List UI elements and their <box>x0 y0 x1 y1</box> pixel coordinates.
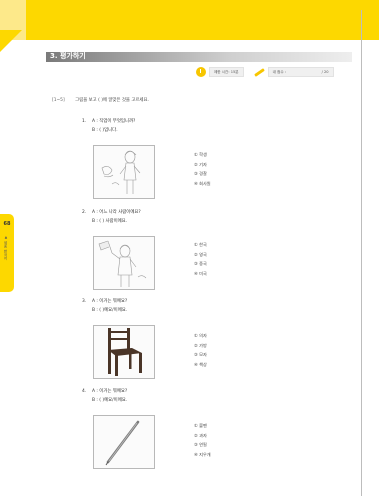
answer-options-1: ① 학생 ② 기자 ③ 경찰 ④ 회사원 <box>194 150 211 188</box>
corner-decoration <box>0 30 22 52</box>
pen-illustration <box>105 420 140 466</box>
question-line-b: B : ( )예요/이에요. <box>92 398 128 403</box>
pencil-icon <box>253 67 265 77</box>
question-line-a: A : 직업이 무엇입니까? <box>92 119 136 124</box>
question-3: 3. A : 이거는 뭐예요? B : ( )예요/이에요. <box>82 297 127 315</box>
option-4[interactable]: ④ 미국 <box>194 270 207 276</box>
section-header-bar <box>46 52 352 62</box>
option-2[interactable]: ② 가방 <box>194 342 207 348</box>
side-tab <box>0 214 14 292</box>
instruction: [1~5] 그림을 보고 ( )에 알맞은 것을 고르세요. <box>52 97 149 103</box>
question-line-b: B : ( )입니다. <box>92 128 118 133</box>
student-girl-drawing <box>93 145 155 199</box>
side-tab-label: ♣ 세종 한국어 <box>4 236 8 260</box>
question-4: 4. A : 이거는 뭐예요? B : ( )예요/이에요. <box>82 387 127 405</box>
option-4[interactable]: ④ 책상 <box>194 361 207 367</box>
question-number: 3. <box>82 299 87 304</box>
question-line-a: A : 어느 나라 사람이에요? <box>92 210 141 215</box>
score-box: 내 점수 : / 20 <box>267 67 334 77</box>
clock-icon <box>196 67 206 77</box>
page-number: 68 <box>3 221 11 227</box>
answer-options-3: ① 의자 ② 가방 ③ 모자 ④ 책상 <box>194 331 207 369</box>
score-label: 내 점수 : <box>272 70 287 74</box>
option-2[interactable]: ② 기자 <box>194 161 207 167</box>
chair-icon <box>93 325 155 379</box>
section-title-text: 평가하기 <box>59 52 86 60</box>
question-number: 1. <box>82 119 87 124</box>
question-number: 2. <box>82 210 87 215</box>
question-line-a: A : 이거는 뭐예요? <box>92 389 128 394</box>
option-1[interactable]: ① 의자 <box>194 333 207 338</box>
section-number: 3. <box>50 52 58 60</box>
page-margin-rule <box>361 10 362 496</box>
option-2[interactable]: ② 과자 <box>194 432 207 438</box>
option-4[interactable]: ④ 회사원 <box>194 180 211 186</box>
option-1[interactable]: ① 한국 <box>194 242 207 247</box>
pen-icon <box>93 415 155 469</box>
flag-bearer-illustration <box>98 240 147 287</box>
option-4[interactable]: ④ 지우개 <box>194 451 211 457</box>
flag-bearer-drawing <box>93 236 155 290</box>
time-limit-label: 제한 시간: 15분 <box>209 67 244 77</box>
option-2[interactable]: ② 영국 <box>194 251 207 257</box>
answer-options-2: ① 한국 ② 영국 ③ 중국 ④ 미국 <box>194 240 207 278</box>
option-3[interactable]: ③ 경찰 <box>194 171 207 176</box>
option-1[interactable]: ① 볼펜 <box>194 423 207 428</box>
section-title: 3. 평가하기 <box>50 51 86 61</box>
question-2: 2. A : 어느 나라 사람이에요? B : ( ) 사람이에요. <box>82 208 141 226</box>
instruction-text: 그림을 보고 ( )에 알맞은 것을 고르세요. <box>75 98 149 103</box>
option-3[interactable]: ③ 모자 <box>194 352 207 357</box>
question-line-b: B : ( ) 사람이에요. <box>92 219 128 224</box>
question-line-b: B : ( )예요/이에요. <box>92 308 128 313</box>
student-girl-illustration <box>101 150 141 194</box>
question-range: [1~5] <box>52 98 65 103</box>
answer-options-4: ① 볼펜 ② 과자 ③ 연필 ④ 지우개 <box>194 421 211 459</box>
option-3[interactable]: ③ 연필 <box>194 442 207 447</box>
question-line-a: A : 이거는 뭐예요? <box>92 299 128 304</box>
question-number: 4. <box>82 389 87 394</box>
score-total: / 20 <box>321 70 329 74</box>
option-1[interactable]: ① 학생 <box>194 152 207 157</box>
option-3[interactable]: ③ 중국 <box>194 261 207 266</box>
chair-illustration <box>108 328 142 376</box>
header-band <box>0 0 379 40</box>
info-bar: 제한 시간: 15분 내 점수 : / 20 <box>196 66 334 78</box>
question-1: 1. A : 직업이 무엇입니까? B : ( )입니다. <box>82 117 135 135</box>
